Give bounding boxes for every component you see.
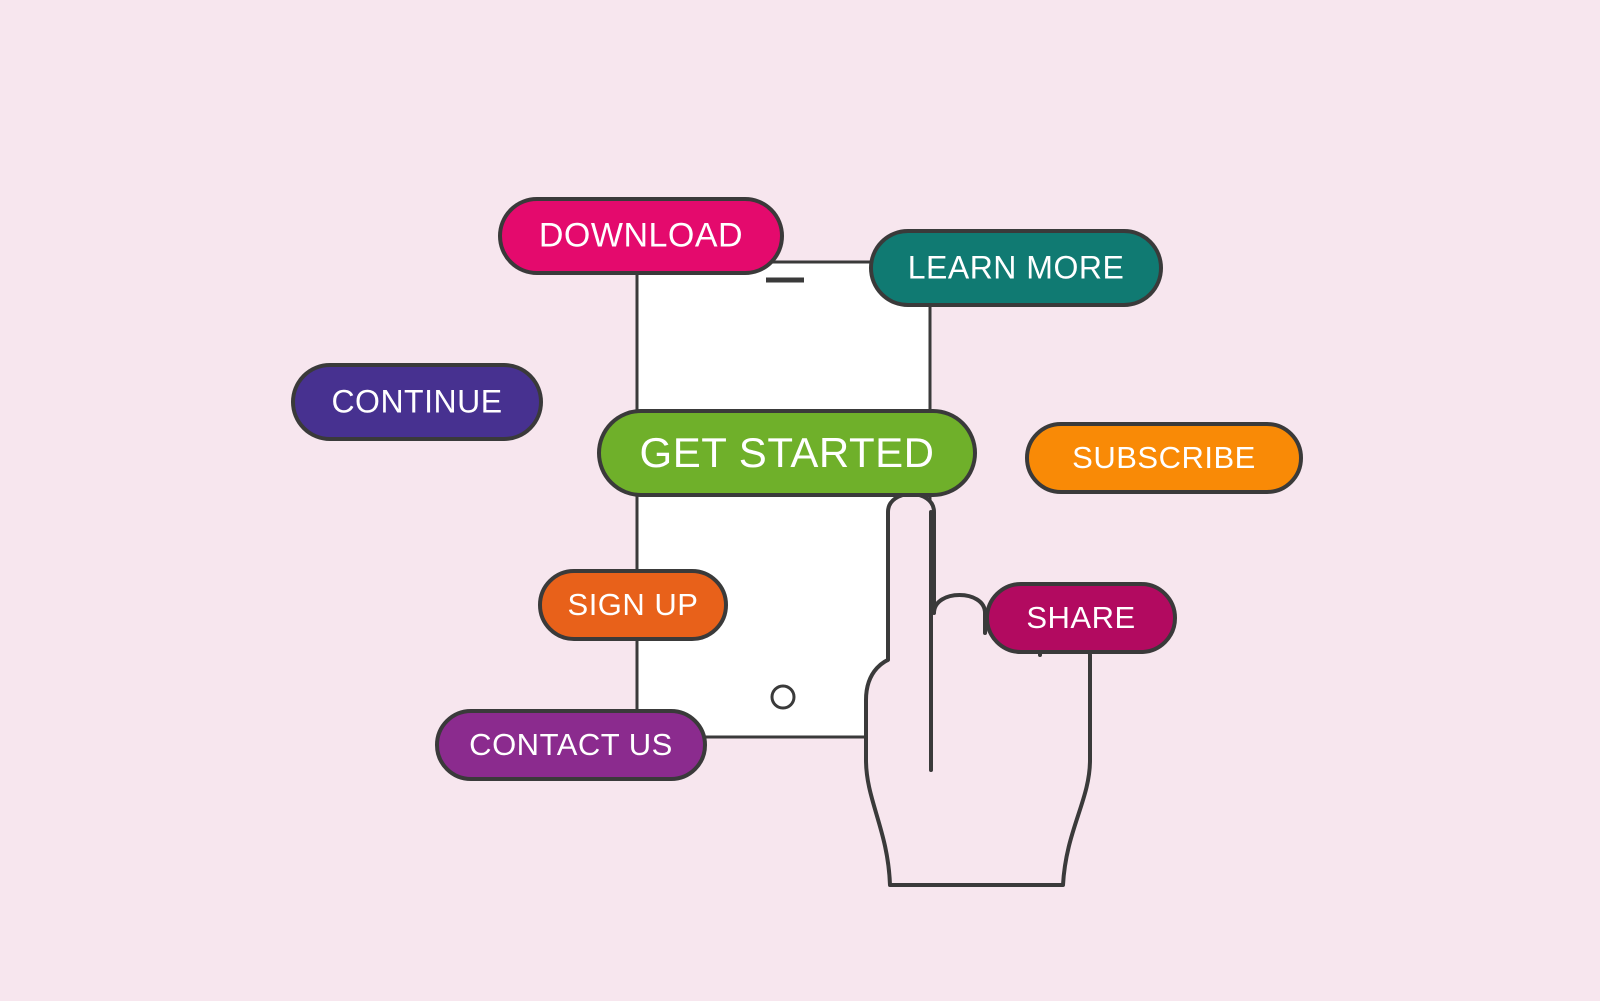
smartphone <box>635 260 932 739</box>
download-button[interactable] <box>498 197 784 275</box>
cta-button-group <box>291 197 1303 781</box>
home-button[interactable] <box>770 684 796 710</box>
learn-more-button[interactable] <box>869 229 1163 307</box>
get-started-button[interactable] <box>597 409 977 497</box>
continue-button[interactable] <box>291 363 543 441</box>
share-button[interactable] <box>985 582 1177 654</box>
phone-body <box>635 260 932 739</box>
sign-up-button[interactable] <box>538 569 728 641</box>
contact-us-button[interactable] <box>435 709 707 781</box>
subscribe-button[interactable] <box>1025 422 1303 494</box>
